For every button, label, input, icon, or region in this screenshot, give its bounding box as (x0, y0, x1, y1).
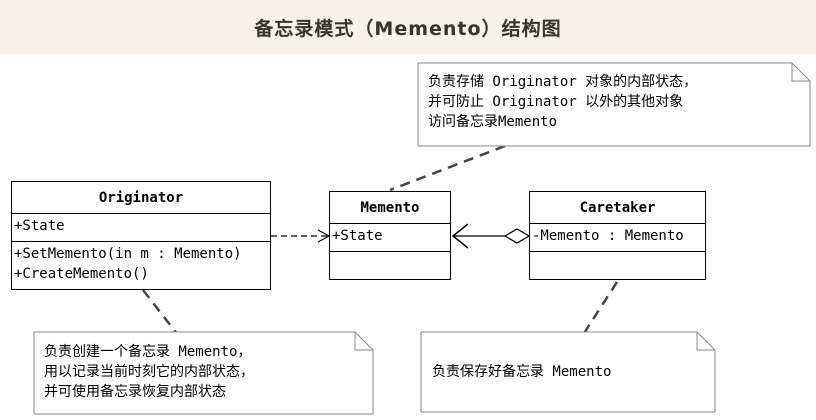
title-bar: 备忘录模式（Memento）结构图 (0, 0, 816, 54)
memento-note-connector (389, 144, 506, 192)
memento-note-line: 访问备忘录Memento (428, 114, 558, 130)
memento-note: 负责存储 Originator 对象的内部状态， 并可防止 Originator… (428, 72, 697, 132)
memento-class-name: Memento (330, 192, 450, 224)
originator-class[interactable]: Originator +State +SetMemento(in m : Mem… (11, 181, 271, 290)
caretaker-attribute: -Memento : Memento (532, 228, 684, 244)
title-cn-suffix: ）结构图 (481, 17, 562, 40)
memento-note-line: 负责存储 Originator 对象的内部状态， (428, 74, 698, 90)
originator-note-line: 并可使用备忘录恢复内部状态 (44, 384, 226, 400)
originator-operation: +SetMemento(in m : Memento) (14, 246, 242, 262)
originator-note-line: 负责创建一个备忘录 Memento， (44, 344, 252, 360)
originator-note-shape (33, 331, 374, 415)
memento-attributes: +State (330, 224, 450, 252)
originator-note-line: 用以记录当前时刻它的内部状态， (44, 364, 254, 380)
caretaker-attributes: -Memento : Memento (530, 224, 705, 252)
caretaker-class-name: Caretaker (530, 192, 705, 224)
title-en: Memento (374, 17, 482, 40)
caretaker-class[interactable]: Caretaker -Memento : Memento (529, 191, 706, 280)
aggregation-diamond (503, 228, 531, 244)
memento-note-shape (417, 62, 811, 147)
originator-attributes: +State (12, 214, 270, 242)
originator-note-connector (142, 289, 179, 336)
memento-class[interactable]: Memento +State (329, 191, 451, 280)
originator-operations: +SetMemento(in m : Memento) +CreateMemen… (12, 242, 270, 284)
aggregation-arrowhead (451, 223, 469, 249)
originator-operation: +CreateMemento() (14, 266, 149, 282)
caretaker-note-line: 负责保存好备忘录 Memento (432, 364, 612, 380)
memento-note-line: 并可防止 Originator 以外的其他对象 (428, 94, 684, 110)
caretaker-note: 负责保存好备忘录 Memento (432, 362, 611, 382)
caretaker-note-shape (420, 331, 716, 413)
originator-attribute: +State (14, 218, 65, 234)
originator-note: 负责创建一个备忘录 Memento， 用以记录当前时刻它的内部状态， 并可使用备… (44, 342, 254, 402)
diagram-title: 备忘录模式（Memento）结构图 (254, 14, 561, 41)
title-cn-prefix: 备忘录模式（ (254, 17, 375, 40)
originator-class-name: Originator (12, 182, 270, 214)
memento-attribute: +State (332, 228, 383, 244)
